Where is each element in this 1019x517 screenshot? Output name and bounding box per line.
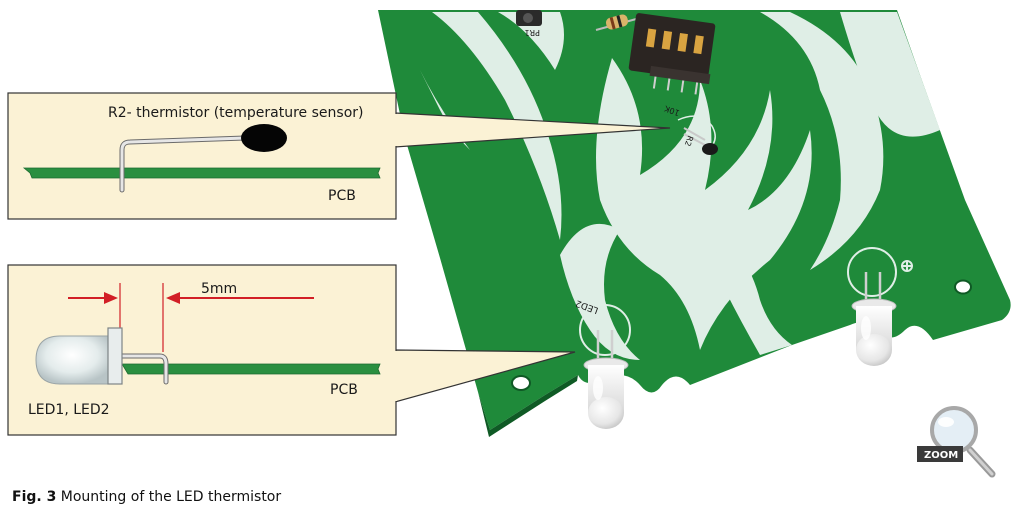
callout-top: R2- thermistor (temperature sensor) PCB: [7, 92, 671, 220]
magnifier-icon: [930, 406, 978, 454]
callout-top-box: [7, 92, 397, 220]
ic-dip8: [628, 13, 716, 95]
pcb-label-bottom: PCB: [330, 382, 358, 398]
led-component-right: [851, 272, 897, 366]
resistor: [595, 14, 641, 31]
figure-caption: Fig. 3 Mounting of the LED thermistor: [12, 489, 281, 505]
thermistor-body-icon: [241, 124, 287, 152]
led-body-icon: [35, 335, 109, 385]
dimension-5mm: [68, 283, 314, 352]
silk-r2-label: R2: [683, 134, 695, 147]
callout-bottom: 5mm LED1, LED2 PCB: [7, 264, 576, 436]
led-component-label: LED1, LED2: [28, 402, 110, 418]
led-flange: [107, 327, 123, 385]
pcb-cross-section-top: [22, 167, 381, 179]
zoom-label-plate: [917, 446, 963, 462]
figure-caption-text: Mounting of the LED thermistor: [60, 489, 282, 505]
pcb-photo: PR1: [378, 10, 1011, 437]
figure-number: Fig. 3: [12, 489, 57, 505]
zoom-badge[interactable]: ZOOM: [917, 406, 996, 478]
pcb-board-edge: [478, 375, 578, 437]
led-footprints: [579, 247, 913, 356]
mounting-holes: [511, 279, 972, 391]
zoom-label: ZOOM: [924, 450, 958, 461]
dimension-label: 5mm: [201, 281, 237, 297]
led-component-left: [583, 330, 629, 429]
pcb-cross-section-bottom: [121, 363, 381, 375]
pcb-label-top: PCB: [328, 188, 356, 204]
silk-pr1-label: PR1: [525, 28, 540, 37]
thermistor-label: R2- thermistor (temperature sensor): [108, 105, 363, 121]
trimmer-pr1: PR1: [516, 10, 542, 37]
